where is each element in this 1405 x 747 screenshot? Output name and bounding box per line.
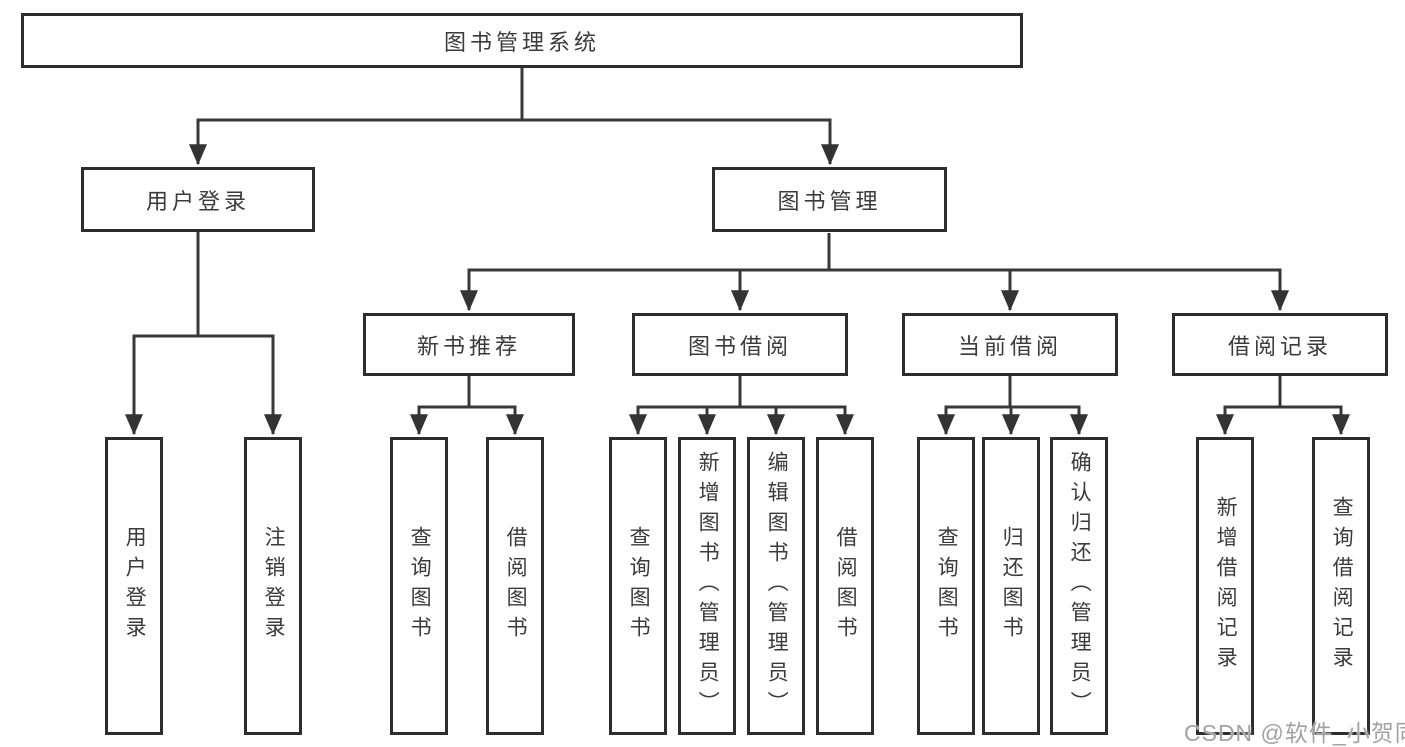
leaf-label: 归还图书	[1000, 526, 1024, 646]
leaf-label: 编辑图书（管理员）	[765, 451, 789, 721]
leaf-label: 查询图书	[408, 526, 432, 646]
csdn-watermark: CSDN @软件_小贺同学	[1184, 720, 1405, 746]
leaf-return-book: 归还图书	[982, 437, 1040, 735]
leaf-user-login: 用户登录	[105, 437, 163, 735]
leaf-confirm-return-admin: 确认归还（管理员）	[1050, 437, 1108, 735]
leaf-label: 借阅图书	[504, 526, 528, 646]
leaf-logout: 注销登录	[244, 437, 302, 735]
leaf-label: 借阅图书	[834, 526, 858, 646]
leaf-label: 查询图书	[627, 526, 651, 646]
leaf-label: 用户登录	[123, 526, 147, 646]
leaf-label: 新增图书（管理员）	[696, 451, 720, 721]
leaf-label: 注销登录	[262, 526, 286, 646]
leaf-add-book-admin: 新增图书（管理员）	[678, 437, 736, 735]
leaf-query-borrow-record: 查询借阅记录	[1312, 437, 1370, 735]
leaf-label: 确认归还（管理员）	[1068, 451, 1092, 721]
node-root-library-system: 图书管理系统	[21, 13, 1023, 68]
node-borrow-record: 借阅记录	[1172, 313, 1388, 376]
leaf-label: 查询图书	[935, 526, 959, 646]
leaf-borrow-book: 借阅图书	[816, 437, 874, 735]
leaf-label: 新增借阅记录	[1214, 496, 1238, 676]
node-new-book-recommend: 新书推荐	[363, 313, 575, 376]
leaf-query-books-recommend: 查询图书	[390, 437, 448, 735]
node-book-management: 图书管理	[712, 167, 947, 232]
leaf-borrow-books-recommend: 借阅图书	[486, 437, 544, 735]
node-user-login: 用户登录	[81, 167, 315, 232]
node-book-borrow: 图书借阅	[632, 313, 848, 376]
leaf-query-books-current: 查询图书	[917, 437, 975, 735]
leaf-add-borrow-record: 新增借阅记录	[1196, 437, 1254, 735]
node-current-borrow: 当前借阅	[902, 313, 1118, 376]
leaf-label: 查询借阅记录	[1330, 496, 1354, 676]
leaf-query-books-borrow: 查询图书	[609, 437, 667, 735]
leaf-edit-book-admin: 编辑图书（管理员）	[747, 437, 805, 735]
